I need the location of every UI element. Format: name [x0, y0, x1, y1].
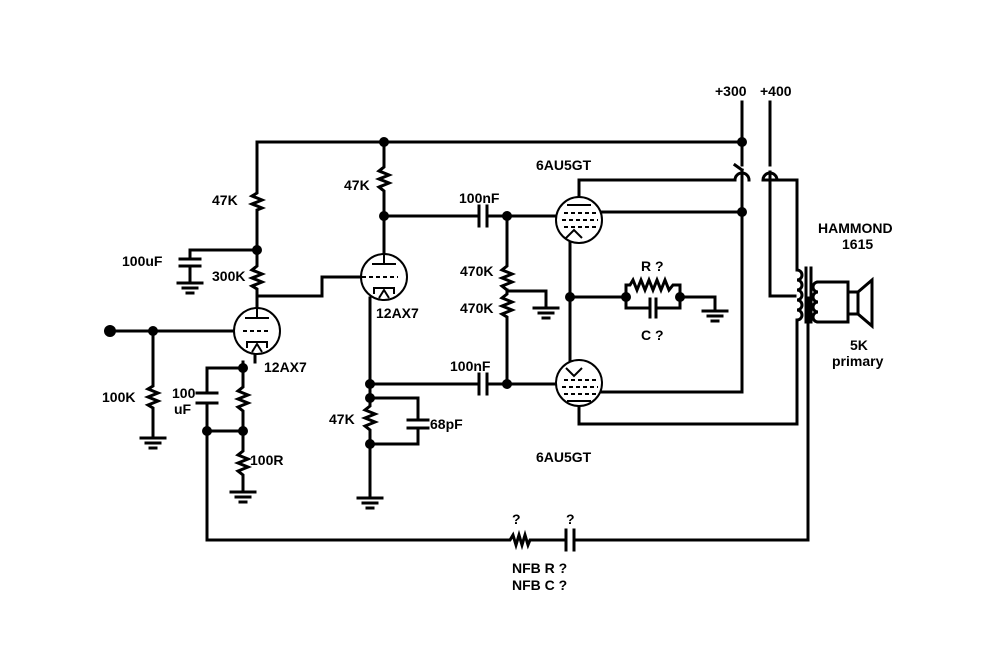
resistor-cathode-v1 — [233, 382, 253, 416]
transformer-winding-label: primary — [832, 353, 884, 369]
tube-v1-12ax7 — [233, 307, 281, 355]
ground-icon — [701, 309, 729, 323]
capacitor-100nf-top — [477, 204, 489, 228]
ground-icon — [356, 496, 384, 510]
resistor-100k — [143, 381, 163, 414]
resistor-300k-label: 300K — [212, 268, 245, 284]
capacitor-cathode-label-line1: 100 — [172, 385, 196, 401]
tube-v2-12ax7 — [360, 253, 408, 301]
resistor-470k-bottom — [497, 288, 517, 322]
capacitor-100nf-bottom-label: 100nF — [450, 358, 491, 374]
ground-icon — [139, 436, 167, 450]
speaker-icon — [846, 276, 874, 330]
transformer-model-label: 1615 — [842, 236, 873, 252]
tube-v2-label: 12AX7 — [376, 305, 419, 321]
resistor-47k-tail-label: 47K — [329, 411, 355, 427]
capacitor-68pf-label: 68pF — [430, 416, 463, 432]
junction-dots — [104, 137, 747, 449]
resistor-screen-label: R ? — [641, 258, 664, 274]
input-terminal — [104, 325, 116, 337]
output-transformer — [795, 266, 820, 324]
tube-v4-6au5gt — [555, 359, 603, 407]
resistor-47k-plate — [374, 161, 394, 197]
nfb-resistor-label: NFB R ? — [512, 560, 567, 576]
nfb-resistor-mark: ? — [512, 511, 521, 527]
tube-v3-6au5gt — [555, 196, 603, 244]
capacitor-cathode-label-line2: uF — [174, 401, 192, 417]
capacitor-100uf-cathode — [195, 391, 219, 405]
capacitor-screen — [648, 297, 658, 319]
transformer-name-label: HAMMOND — [818, 220, 893, 236]
resistor-47k-dropper-label: 47K — [212, 192, 238, 208]
nfb-capacitor-mark: ? — [566, 511, 575, 527]
capacitor-nfb — [564, 528, 576, 552]
ground-icon — [532, 306, 560, 320]
resistor-100k-label: 100K — [102, 389, 135, 405]
resistor-47k-tail — [360, 401, 380, 435]
resistor-470k-bottom-label: 470K — [460, 300, 493, 316]
supply-400-label: +400 — [760, 83, 792, 99]
wire-crossovers — [732, 162, 779, 182]
resistor-100r — [233, 446, 253, 480]
wires — [108, 100, 850, 542]
capacitors — [178, 204, 658, 552]
resistors — [143, 161, 682, 551]
tube-v4-label: 6AU5GT — [536, 449, 592, 465]
capacitor-100nf-bottom — [477, 372, 489, 396]
capacitor-100uf-decouple-label: 100uF — [122, 253, 163, 269]
nfb-capacitor-label: NFB C ? — [512, 577, 567, 593]
resistor-47k-dropper — [247, 188, 267, 214]
resistor-screen — [624, 275, 682, 295]
resistor-470k-top — [497, 260, 517, 293]
capacitor-100uf-decouple — [178, 257, 202, 268]
tube-v1-label: 12AX7 — [264, 359, 307, 375]
capacitor-screen-label: C ? — [641, 327, 664, 343]
tube-v3-label: 6AU5GT — [536, 157, 592, 173]
capacitor-100nf-top-label: 100nF — [459, 190, 500, 206]
resistor-47k-plate-label: 47K — [344, 177, 370, 193]
resistor-470k-top-label: 470K — [460, 263, 493, 279]
ground-icon — [229, 490, 257, 504]
labels: +300 +400 6AU5GT 6AU5GT 12AX7 12AX7 47K … — [102, 83, 893, 593]
capacitor-68pf — [406, 418, 430, 430]
resistor-300k — [247, 260, 267, 294]
supply-300-label: +300 — [715, 83, 747, 99]
ground-icon — [176, 281, 204, 295]
transformer-impedance-label: 5K — [850, 337, 868, 353]
ground-symbols — [139, 281, 729, 510]
resistor-100r-label: 100R — [250, 452, 283, 468]
resistor-nfb — [506, 529, 534, 551]
